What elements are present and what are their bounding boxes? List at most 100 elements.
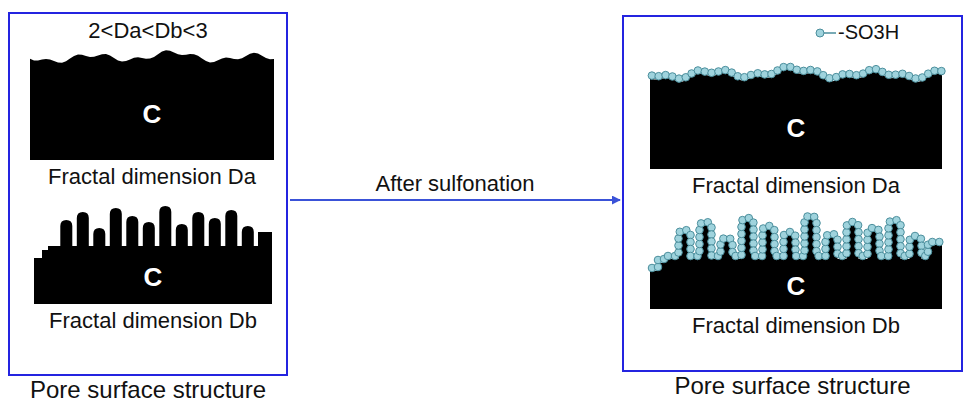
sulfonic-bead (822, 245, 830, 253)
sulfonic-bead (897, 242, 905, 250)
sulfonic-bead (738, 230, 746, 238)
sulfonic-bead (876, 233, 884, 241)
sulfonic-bead (771, 240, 779, 248)
sulfonic-bead (897, 221, 905, 229)
sulfonic-bead (771, 233, 779, 241)
sulfonic-bead (876, 240, 884, 248)
sulfonic-bead (813, 219, 821, 227)
sulfonic-bead (759, 239, 767, 247)
sulfonic-bead (929, 238, 937, 246)
sulfonic-bead (687, 245, 695, 253)
sulfonic-bead (675, 75, 683, 83)
sulfonic-bead (843, 243, 851, 251)
carbon-label: C (787, 113, 806, 144)
carbon-surface (34, 206, 272, 304)
sulfonic-bead (654, 263, 662, 271)
carbon-surface (30, 50, 274, 160)
sulfonic-bead (708, 69, 716, 77)
sulfonic-bead (750, 226, 758, 234)
legend-text: -SO3H (838, 21, 899, 44)
sulfonic-bead (897, 228, 905, 236)
sulfonic-bead (800, 67, 808, 75)
fractal-caption: Fractal dimension Da (10, 164, 294, 190)
sulfonic-bead (708, 224, 716, 232)
bead-sample (816, 29, 824, 37)
sulfonic-bead (750, 233, 758, 241)
sulfonic-bead (801, 233, 809, 241)
sulfonic-bead (687, 252, 695, 260)
carbon-surface (650, 219, 942, 309)
legend-entry: -SO3H (814, 21, 899, 44)
sulfonic-bead (759, 246, 767, 254)
sulfonic-bead (822, 252, 830, 260)
sulfonic-bead (738, 251, 746, 259)
sulfonic-bead (664, 252, 672, 260)
sulfonic-bead (738, 237, 746, 245)
sulfonic-bead (885, 246, 893, 254)
sulfonic-bead (855, 235, 863, 243)
sulfonic-bead (715, 68, 723, 76)
sulfonic-bead (750, 219, 758, 227)
sulfonic-bead (687, 238, 695, 246)
sulfonic-bead (843, 236, 851, 244)
carbon-label: C (144, 262, 163, 293)
carbon-surface (650, 69, 942, 169)
sulfonic-bead (696, 240, 704, 248)
sulfonic-bead (801, 247, 809, 255)
carbon-label: C (143, 99, 162, 130)
fractal-caption: Fractal dimension Db (14, 308, 292, 334)
carbon-block: CFractal dimension Da (30, 48, 274, 192)
sulfonic-bead (675, 249, 683, 257)
sulfonic-bead (813, 226, 821, 234)
sulfonic-bead (885, 232, 893, 240)
sulfonic-bead (892, 71, 900, 79)
sulfonic-bead (701, 68, 709, 76)
sulfonic-bead (771, 226, 779, 234)
sulfonic-bead (924, 248, 932, 256)
sulfonic-bead (855, 228, 863, 236)
sulfonic-bead (729, 241, 737, 249)
sulfonic-bead (696, 247, 704, 255)
panel-box: Pore surface structureCFractal dimension… (622, 15, 963, 372)
carbon-block: CFractal dimension Da (650, 67, 942, 201)
sulfonic-bead (897, 235, 905, 243)
panel-box: 2<Da<Db<3Pore surface structureCFractal … (8, 12, 288, 376)
arrow-label: After sulfonation (374, 171, 537, 197)
sulfonic-bead (834, 243, 842, 251)
sulfonic-bead (864, 236, 872, 244)
sulfonic-bead (938, 67, 946, 75)
sulfonic-bead (801, 240, 809, 248)
sulfonic-bead (694, 67, 702, 75)
sulfonic-bead (655, 72, 663, 80)
sulfonic-bead (754, 70, 762, 78)
panel-caption: Pore surface structure (584, 372, 971, 400)
sulfonic-bead (708, 238, 716, 246)
sulfonic-bead (662, 71, 670, 79)
sulfonic-bead (750, 240, 758, 248)
sulfonic-bead (843, 250, 851, 258)
sulfonic-bead (906, 243, 914, 251)
fractal-caption: Fractal dimension Db (630, 313, 962, 339)
sulfonic-bead (855, 242, 863, 250)
sulfonic-bead (917, 235, 925, 243)
legend-bead (814, 26, 838, 40)
carbon-block: CFractal dimension Db (650, 215, 942, 341)
flow-arrow (290, 199, 620, 201)
sulfonic-bead (813, 240, 821, 248)
sulfonic-bead (751, 252, 759, 260)
sulfonic-bead (792, 239, 800, 247)
sulfonic-bead (708, 245, 716, 253)
sulfonic-bead (687, 231, 695, 239)
sulfonic-bead (696, 233, 704, 241)
sulfonic-bead (885, 239, 893, 247)
sulfonic-bead (877, 252, 885, 260)
carbon-block: CFractal dimension Db (34, 202, 272, 336)
sulfonic-bead (780, 252, 788, 260)
sulfonic-bead (906, 250, 914, 258)
sulfonic-bead (813, 233, 821, 241)
sulfonic-bead (936, 238, 944, 246)
sulfonic-bead (854, 221, 862, 229)
carbon-label: C (787, 271, 806, 302)
sulfonic-bead (834, 236, 842, 244)
sulfonic-bead (738, 244, 746, 252)
